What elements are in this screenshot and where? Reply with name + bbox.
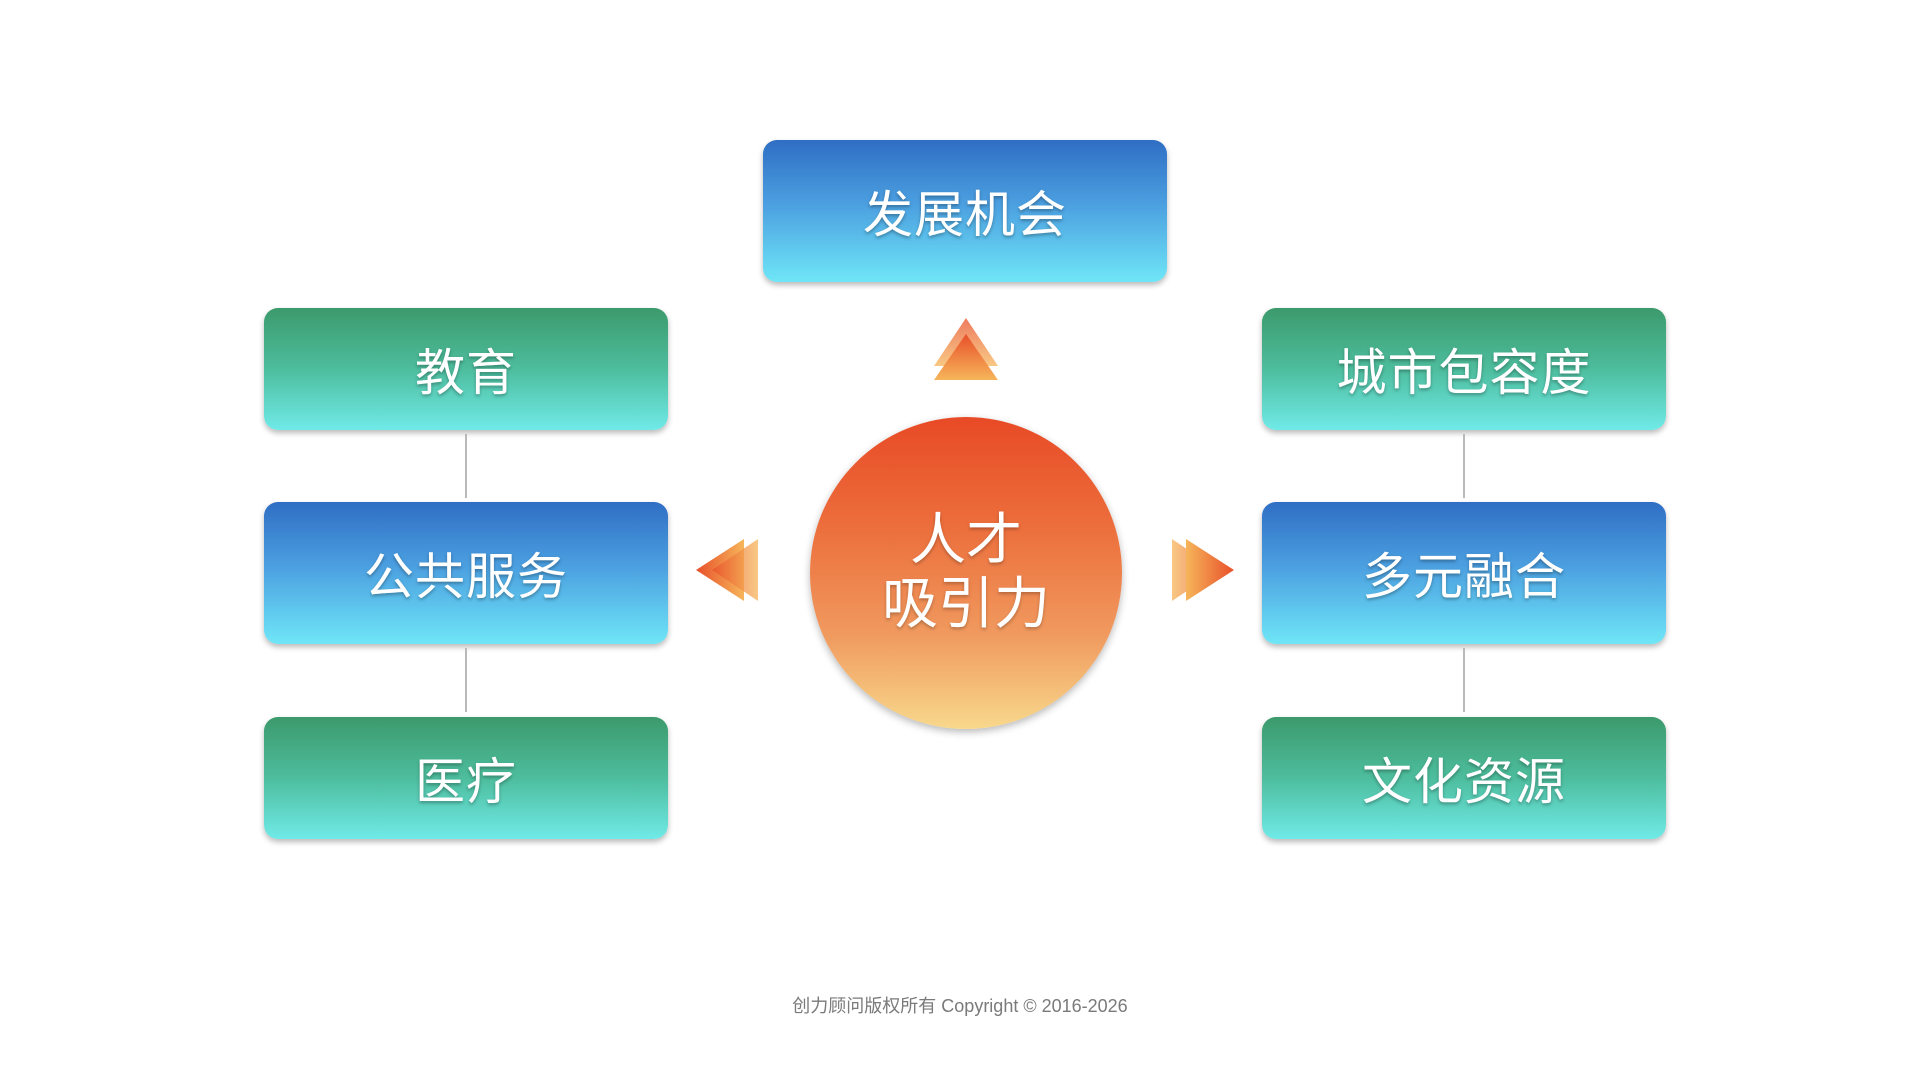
- box-label: 发展机会: [863, 186, 1067, 244]
- copyright-footer: 创力顾问版权所有 Copyright © 2016-2026: [792, 996, 1128, 1016]
- box-cultural-resources: 文化资源: [1262, 717, 1666, 839]
- arrow-up-icon: [934, 318, 998, 380]
- connector-line: [1463, 648, 1465, 712]
- box-label: 多元融合: [1362, 548, 1566, 606]
- box-development-opportunity: 发展机会: [763, 140, 1167, 282]
- box-label: 医疗: [415, 753, 517, 811]
- box-label: 公共服务: [364, 548, 568, 606]
- connector-line: [465, 648, 467, 712]
- box-label: 文化资源: [1362, 753, 1566, 811]
- arrow-left-icon: [696, 539, 758, 601]
- box-education: 教育: [264, 308, 668, 430]
- center-label-line1: 人才: [910, 508, 1022, 573]
- box-city-inclusiveness: 城市包容度: [1262, 308, 1666, 430]
- box-label: 教育: [415, 344, 517, 402]
- box-healthcare: 医疗: [264, 717, 668, 839]
- center-label-line2: 吸引力: [882, 572, 1050, 637]
- box-diversity-integration: 多元融合: [1262, 502, 1666, 644]
- arrow-right-icon: [1172, 539, 1234, 601]
- connector-line: [1463, 434, 1465, 498]
- center-talent-attraction: 人才 吸引力: [810, 417, 1122, 729]
- box-public-services: 公共服务: [264, 502, 668, 644]
- box-label: 城市包容度: [1336, 344, 1592, 402]
- connector-line: [465, 434, 467, 498]
